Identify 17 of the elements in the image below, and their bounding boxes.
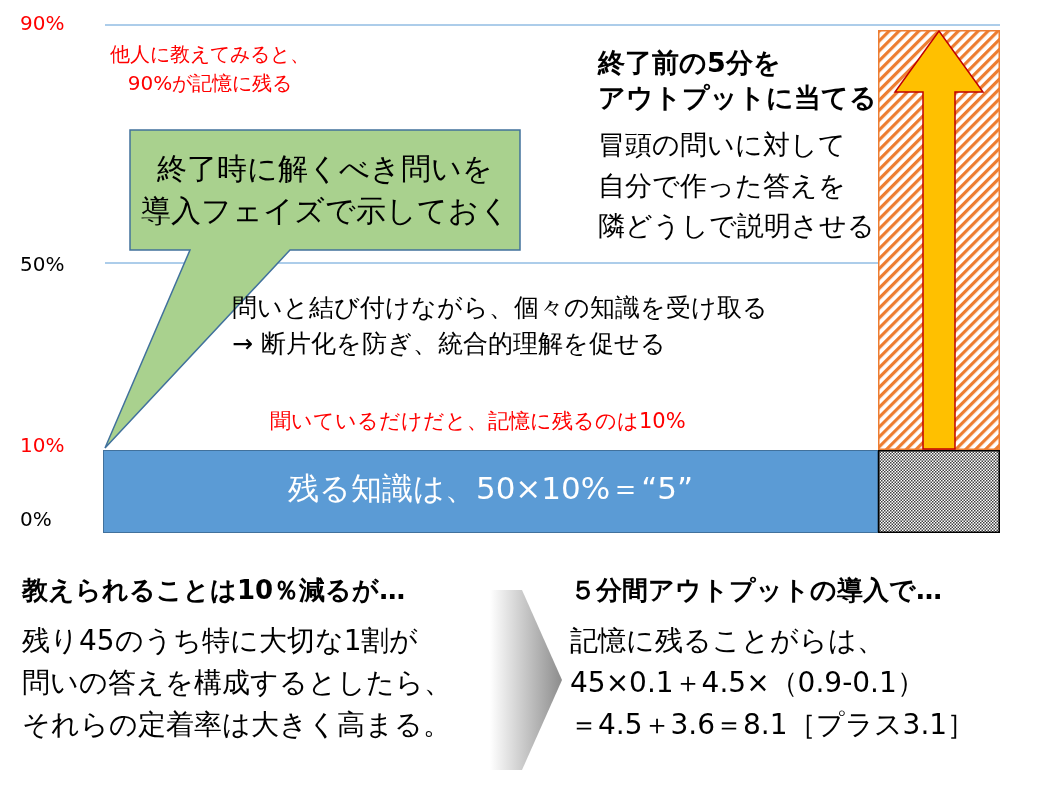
axis-label: 0% (20, 506, 52, 532)
callout-text: 終了時に解くべき問いを導入フェイズで示しておく (139, 150, 511, 230)
body-text: 記憶に残ることがらは、45×0.1＋4.5×（0.9-0.1）＝4.5＋3.6＝8.1［プラス3.1］ (570, 623, 976, 743)
heading: ５分間アウトプットの導入で… (570, 574, 942, 607)
chevron-arrow (490, 590, 562, 770)
note: 聞いているだけだと、記憶に残るのは10% (270, 408, 686, 435)
heading: 教えられることは10％減るが… (22, 574, 406, 607)
axis-label: 10% (20, 432, 65, 458)
axis-label: 50% (20, 251, 65, 277)
knowledge-bar: 残る知識は、50×10%＝“5” (103, 450, 878, 533)
heading: 終了前の5分をアウトプットに当てる (598, 46, 877, 116)
note: 他人に教えてみると、90%が記憶に残る (110, 41, 310, 97)
body-text: 残り45のうち特に大切な1割が問いの答えを構成するとしたら、それらの定着率は大きく高まる。 (22, 623, 452, 743)
note: 問いと結び付けながら、個々の知識を受け取る → 断片化を防ぎ、統合的理解を促せる (232, 292, 768, 361)
body-text: 冒頭の問いに対して自分で作った答えを隣どうしで説明させる (598, 128, 875, 243)
block-arrow (893, 29, 985, 450)
axis-label: 90% (20, 10, 65, 36)
